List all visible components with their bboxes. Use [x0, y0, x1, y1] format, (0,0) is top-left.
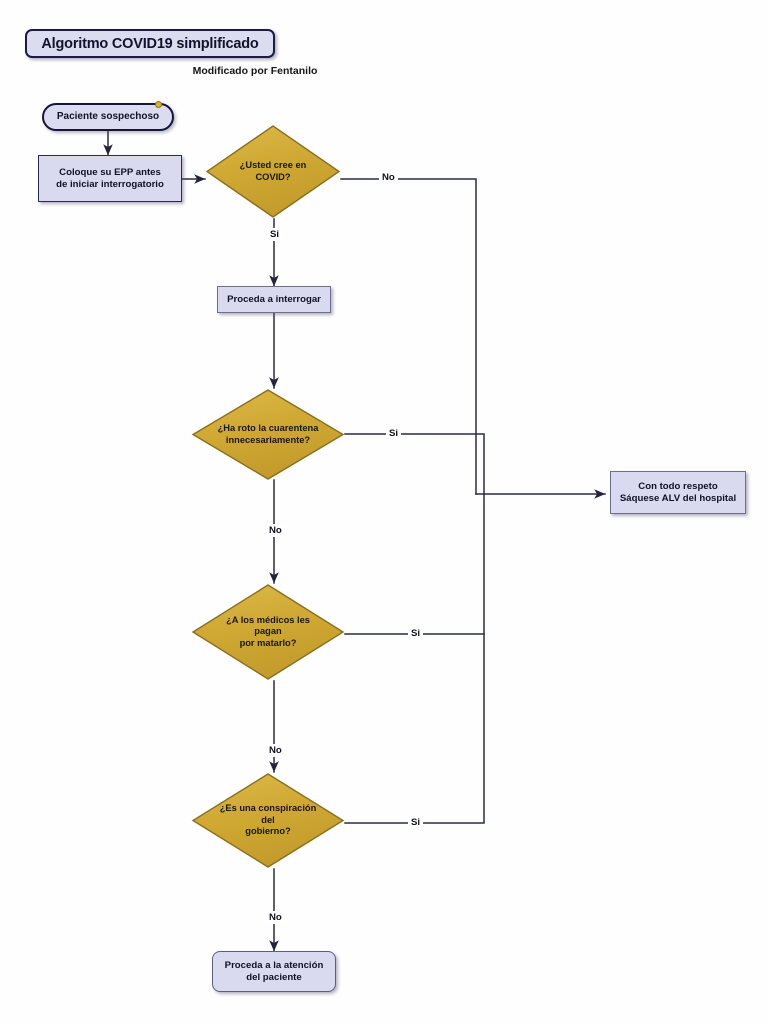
- edge-label-d4-si: Si: [408, 816, 424, 829]
- node-discharge-line2: Sáquese ALV del hospital: [619, 492, 737, 504]
- node-care-line1: Proceda a la atención: [224, 959, 324, 971]
- diamond-shape: [205, 125, 341, 218]
- node-care-line2: del paciente: [246, 971, 302, 983]
- node-decision-medicos-pagan[interactable]: ¿A los médicos les pagan por matarlo?: [191, 583, 345, 681]
- diamond-shape: [191, 389, 345, 480]
- edge-d2-si: [344, 433, 485, 495]
- node-ppe-line2: de iniciar interrogatorio: [56, 178, 164, 190]
- node-start-paciente-sospechoso[interactable]: Paciente sospechoso: [42, 103, 174, 131]
- node-start-label: Paciente sospechoso: [56, 111, 160, 123]
- node-interrogate-label: Proceda a interrogar: [227, 293, 321, 305]
- node-care-label: Proceda a la atención del paciente: [219, 960, 330, 984]
- node-ppe-line1: Coloque su EPP antes: [59, 166, 161, 178]
- node-decision-cree-en-covid[interactable]: ¿Usted cree en COVID?: [205, 124, 341, 219]
- node-discharge-line1: Con todo respeto: [638, 480, 718, 492]
- node-ppe-instruction[interactable]: Coloque su EPP antes de iniciar interrog…: [38, 155, 182, 202]
- node-decision-conspiracion-gobierno[interactable]: ¿Es una conspiración del gobierno?: [191, 772, 345, 869]
- edge-d1-no: [340, 178, 477, 495]
- edge-label-d2-no: No: [266, 524, 285, 537]
- page-title-text: Algoritmo COVID19 simplificado: [41, 35, 259, 52]
- node-outcome-discharge[interactable]: Con todo respeto Sáquese ALV del hospita…: [610, 471, 746, 514]
- edge-label-d2-si: Si: [386, 427, 402, 440]
- page-title: Algoritmo COVID19 simplificado: [25, 29, 275, 58]
- edge-label-d1-si: Si: [267, 228, 283, 241]
- edge-label-d3-si: Si: [408, 627, 424, 640]
- edge-d4-si: [344, 633, 485, 824]
- node-discharge-label: Con todo respeto Sáquese ALV del hospita…: [614, 481, 742, 505]
- diamond-shape: [191, 584, 345, 680]
- edge-label-d3-no: No: [266, 744, 285, 757]
- node-decision-roto-cuarentena[interactable]: ¿Ha roto la cuarentena innecesariamente?: [191, 388, 345, 481]
- edge-d3-si: [344, 493, 485, 635]
- edge-label-d4-no: No: [266, 911, 285, 924]
- node-ppe-label: Coloque su EPP antes de iniciar interrog…: [50, 167, 170, 191]
- selection-handle-dot[interactable]: [155, 101, 162, 108]
- edge-label-d1-no: No: [379, 171, 398, 184]
- node-outcome-patient-care[interactable]: Proceda a la atención del paciente: [212, 951, 336, 992]
- diamond-shape: [191, 773, 345, 868]
- node-proceda-interrogar[interactable]: Proceda a interrogar: [217, 286, 331, 313]
- page-subtitle: Modificado por Fentanilo: [192, 65, 318, 77]
